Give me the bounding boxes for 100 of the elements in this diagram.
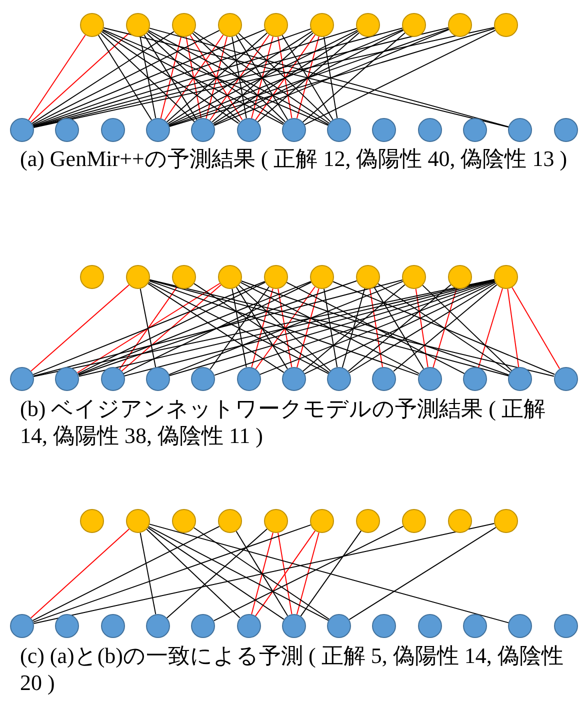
connector-line (257, 32, 360, 123)
circle-node (55, 367, 80, 391)
connector-line (251, 532, 274, 615)
connector-line (147, 527, 284, 620)
connector-line (232, 288, 247, 368)
circle-node (372, 118, 396, 142)
connector-line (254, 530, 316, 617)
connector-line (238, 32, 331, 122)
connector-line (332, 281, 556, 375)
connector-line (432, 288, 458, 368)
connector-line (206, 36, 228, 119)
connector-line (102, 29, 329, 126)
circle-node (327, 118, 352, 142)
connector-line (422, 284, 512, 372)
connector-line (32, 31, 174, 124)
connector-line (238, 284, 331, 372)
connector-line (32, 280, 266, 376)
circle-node (264, 509, 288, 533)
connector-line (236, 530, 288, 616)
connector-line (30, 32, 130, 122)
circle-node (554, 614, 578, 638)
connector-line (148, 526, 329, 621)
circle-node (236, 367, 260, 391)
connector-line (342, 288, 366, 368)
connector-line (232, 36, 247, 119)
connector-line (348, 526, 496, 620)
circle-node (126, 13, 150, 37)
connector-line (149, 524, 510, 624)
connector-line (348, 282, 496, 374)
connector-line (323, 36, 338, 119)
circle-node (264, 265, 288, 289)
connector-line (236, 286, 288, 370)
connector-line (393, 284, 498, 372)
connector-line (76, 282, 220, 374)
connector-line (160, 36, 182, 119)
connector-line (32, 526, 220, 622)
circle-node (508, 367, 532, 391)
connector-line (98, 34, 152, 120)
connector-line (168, 30, 312, 124)
connector-line (278, 532, 292, 615)
connector-line (147, 31, 284, 124)
connector-line (30, 284, 130, 372)
circle-node (282, 614, 306, 638)
connector-line (140, 288, 156, 368)
circle-node (55, 118, 80, 142)
connector-line (300, 530, 362, 617)
connector-line (296, 532, 320, 615)
connector-line (478, 288, 503, 368)
connector-line (78, 280, 312, 376)
circle-node (100, 614, 125, 638)
panel-caption: (b) ベイジアンネットワークモデルの予測結果 ( 正解 14, 偽陽性 38, 偽陰性 11 ) (20, 396, 546, 450)
panel-caption: (a) GenMir++の予測結果 ( 正解 12, 偽陽性 40, 偽陰性 13 ) (20, 146, 568, 173)
connector-line (144, 34, 198, 120)
connector-line (296, 36, 320, 119)
circle-node (55, 614, 80, 638)
connector-line (33, 523, 495, 624)
connector-line (507, 288, 520, 368)
circle-node (372, 614, 396, 638)
circle-node (402, 13, 426, 37)
circle-node (126, 509, 150, 533)
circle-node (402, 265, 426, 289)
connector-line (164, 34, 224, 121)
connector-line (32, 28, 312, 127)
connector-line (304, 30, 496, 126)
connector-line (377, 283, 511, 373)
connector-line (33, 280, 403, 376)
circle-node (191, 614, 216, 638)
connector-line (296, 288, 320, 368)
circle-node (508, 118, 532, 142)
circle-node (172, 509, 196, 533)
connector-line (213, 526, 404, 622)
connector-line (122, 282, 312, 374)
connector-line (102, 30, 284, 125)
connector-line (101, 31, 240, 124)
connector-line (302, 284, 406, 372)
connector-line (28, 34, 86, 121)
connector-line (166, 528, 268, 619)
circle-node (146, 118, 170, 142)
connector-line (374, 286, 424, 370)
circle-node (463, 614, 487, 638)
circle-node (172, 265, 196, 289)
circle-node (172, 13, 196, 37)
circle-node (282, 118, 306, 142)
circle-node (264, 13, 288, 37)
connector-line (348, 284, 452, 372)
circle-node (356, 509, 380, 533)
circle-node (448, 13, 472, 37)
connector-line (213, 30, 404, 126)
circle-node (356, 13, 380, 37)
connector-line (192, 32, 286, 122)
connector-line (194, 283, 330, 373)
connector-line (286, 282, 465, 374)
connector-line (146, 528, 240, 618)
connector-line (210, 34, 270, 121)
circle-node (310, 265, 334, 289)
circle-node (327, 614, 352, 638)
connector-line (32, 524, 312, 623)
circle-node (10, 118, 34, 142)
connector-line (254, 34, 316, 121)
circle-node (402, 509, 426, 533)
